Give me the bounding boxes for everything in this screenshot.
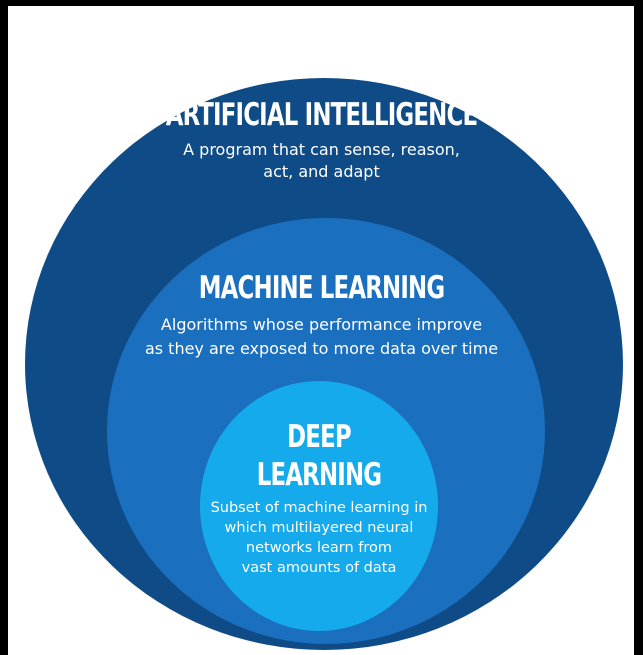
ml-description-line: Algorithms whose performance improve (160, 315, 483, 334)
ml-title: MACHINE LEARNING (198, 270, 445, 306)
deep-learning-circle (200, 381, 438, 631)
ml-description-line: as they are exposed to more data over ti… (144, 339, 499, 358)
ai-description: A program that can sense, reason, act, a… (0, 139, 643, 183)
dl-description: Subset of machine learning in which mult… (205, 498, 433, 578)
ml-description: Algorithms whose performance improve as … (0, 313, 643, 361)
dl-description-line: which multilayered neural (224, 520, 414, 536)
dl-description-line: vast amounts of data (241, 560, 397, 576)
dl-title-line: LEARNING (256, 457, 382, 493)
ai-description-line: act, and adapt (263, 162, 380, 181)
dl-title-line: DEEP (287, 419, 352, 455)
dl-description-line: networks learn from (245, 540, 393, 556)
ai-title: ARTIFICIAL INTELLIGENCE (165, 97, 478, 133)
dl-title: DEEP LEARNING (210, 418, 428, 494)
ai-description-line: A program that can sense, reason, (183, 140, 460, 159)
dl-description-line: Subset of machine learning in (210, 500, 428, 516)
